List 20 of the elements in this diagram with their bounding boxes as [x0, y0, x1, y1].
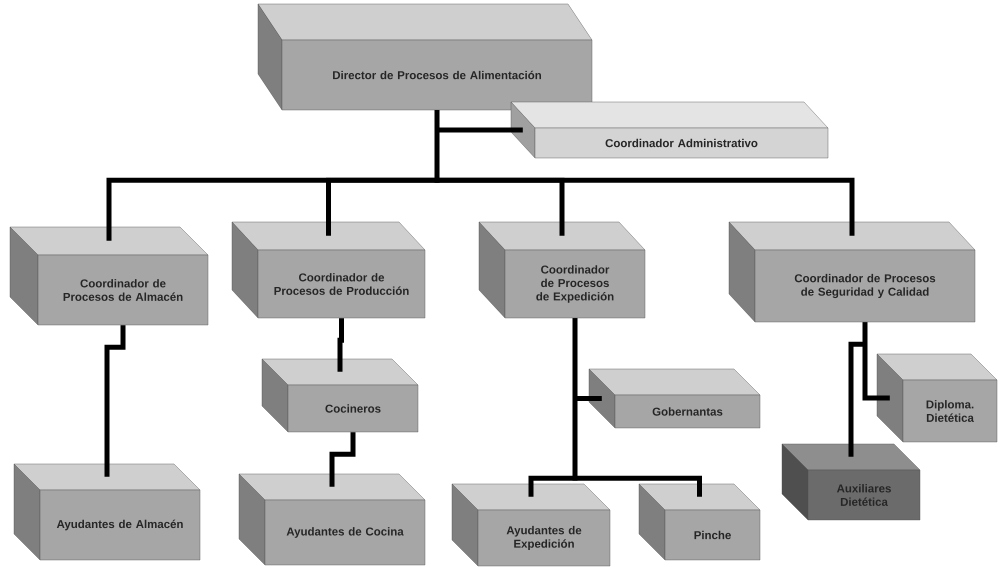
org-box: Coordinador Administrativo	[510, 102, 828, 158]
org-box: Ayudantes de Cocina	[238, 474, 426, 566]
org-box: Coordinador de Procesos de Seguridad y Calidad	[728, 222, 976, 322]
connector-line	[104, 325, 126, 477]
connector-line	[434, 110, 854, 236]
org-box: Coordinador de Procesos de Expedición	[478, 222, 646, 318]
org-box: Auxiliares Dietética	[782, 444, 920, 520]
connector-line	[572, 318, 702, 497]
org-box: Director de Procesos de Alimentación	[258, 4, 592, 110]
org-box: Pinche	[638, 484, 760, 560]
org-box: Gobernantas	[588, 368, 760, 428]
org-box: Cocineros	[262, 358, 418, 432]
connector-line	[330, 432, 356, 487]
org-box: Ayudantes de Almacén	[14, 464, 200, 560]
org-box: Diploma. Dietética	[876, 354, 998, 442]
org-box: Coordinador de Procesos de Almacén	[10, 226, 208, 326]
org-box: Ayudantes de Expedición	[452, 484, 610, 566]
connector-line	[338, 318, 344, 372]
org-box: Coordinador de Procesos de Producción	[232, 222, 426, 318]
connector-line	[848, 322, 868, 457]
